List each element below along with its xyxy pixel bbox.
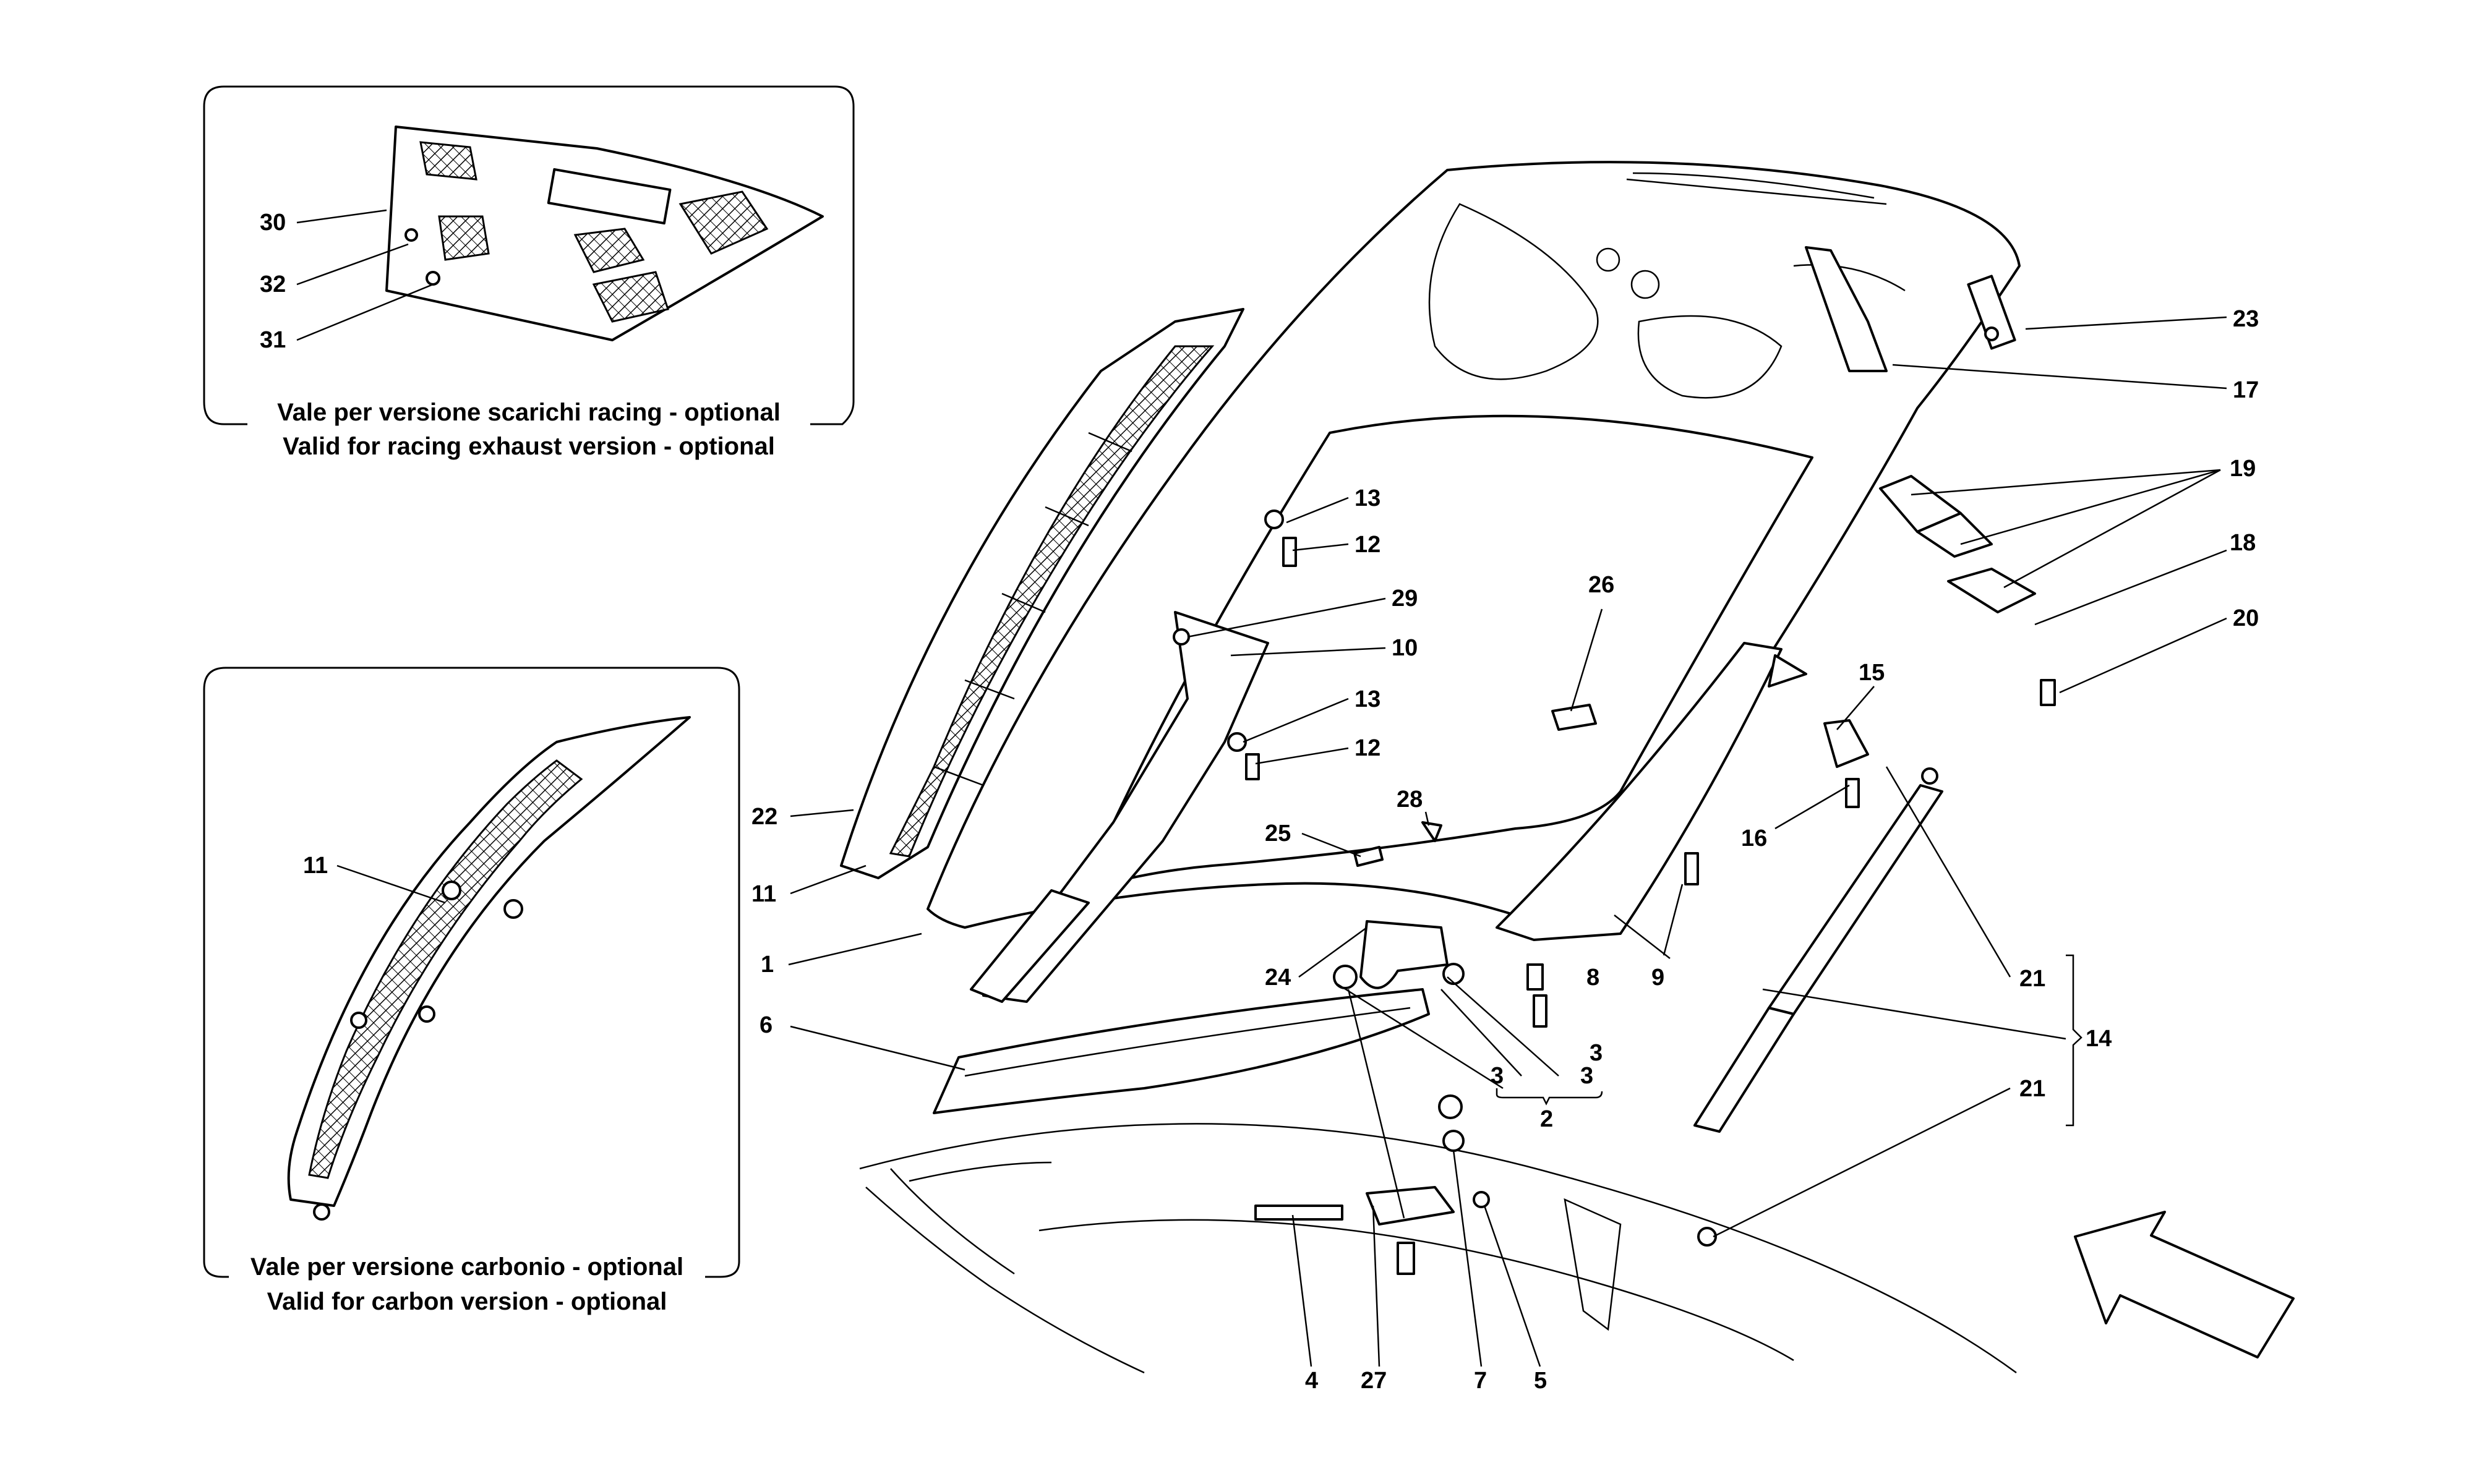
caption-racing-it: Vale per versione scarichi racing - opti… — [277, 399, 781, 426]
callout-28: 28 — [1397, 787, 1423, 812]
callout-21-lower: 21 — [2019, 1076, 2045, 1102]
callout-18: 18 — [2230, 530, 2256, 556]
callout-29: 29 — [1392, 586, 1418, 612]
fasteners — [1173, 326, 2056, 885]
callout-9: 9 — [1651, 965, 1664, 991]
callout-19: 19 — [2230, 456, 2256, 482]
callout-23: 23 — [2233, 306, 2259, 332]
callout-31: 31 — [260, 327, 286, 353]
side-frame-left — [970, 611, 1269, 1003]
callout-3-b: 3 — [1580, 1063, 1593, 1089]
callout-14: 14 — [2086, 1026, 2112, 1052]
caption-racing-en: Valid for racing exhaust version - optio… — [283, 433, 775, 460]
callout-26: 26 — [1588, 572, 1614, 598]
gas-strut — [1693, 767, 1943, 1247]
body-opening — [859, 1123, 2017, 1374]
callout-5: 5 — [1534, 1368, 1547, 1394]
label-plate — [1551, 704, 1597, 731]
callout-12-lower: 12 — [1355, 735, 1380, 761]
callout-13-lower: 13 — [1355, 686, 1380, 712]
callout-25: 25 — [1265, 821, 1291, 846]
callout-13-upper: 13 — [1355, 485, 1380, 511]
inset-racing-exhaust: 30 32 31 Vale per versione scarichi raci… — [203, 85, 855, 460]
pin — [1353, 846, 1384, 867]
callout-6: 6 — [760, 1012, 773, 1038]
callout-3-c: 3 — [1590, 1040, 1603, 1066]
callout-11: 11 — [751, 881, 776, 907]
caption-carbon-en: Valid for carbon version - optional — [267, 1288, 667, 1315]
callout-27: 27 — [1361, 1368, 1387, 1394]
carbon-grille-strip — [287, 716, 691, 1221]
callout-2: 2 — [1540, 1106, 1553, 1132]
callout-21-upper: 21 — [2019, 966, 2045, 992]
clip — [1421, 821, 1442, 842]
callout-8: 8 — [1586, 965, 1599, 991]
side-frame-right — [1496, 642, 1807, 941]
cross-member — [933, 988, 1430, 1114]
callout-3-a: 3 — [1491, 1063, 1504, 1089]
callout-7: 7 — [1474, 1368, 1487, 1394]
callout-17: 17 — [2233, 377, 2259, 403]
callout-30: 30 — [260, 210, 286, 236]
leader-lines — [788, 316, 2227, 1367]
callout-10: 10 — [1392, 635, 1418, 661]
main-exploded-view: 23 17 19 18 20 15 16 21 14 21 13 12 29 1… — [751, 161, 2295, 1394]
callout-20: 20 — [2233, 605, 2259, 631]
callout-32: 32 — [260, 271, 286, 297]
engine-lid — [927, 161, 2021, 929]
callout-15: 15 — [1859, 660, 1885, 686]
lock-assembly — [1254, 920, 1547, 1275]
inset-carbon-version: 11 Vale per versione carbonio - optional… — [203, 667, 740, 1315]
arrow-icon — [2074, 1211, 2295, 1358]
callout-11-inset: 11 — [303, 853, 328, 879]
hinge-assembly — [1805, 246, 2036, 768]
lid-grille — [840, 308, 1244, 879]
callout-4: 4 — [1305, 1368, 1318, 1394]
callout-22: 22 — [751, 804, 777, 830]
callout-12-upper: 12 — [1355, 532, 1380, 558]
caption-carbon-it: Vale per versione carbonio - optional — [250, 1253, 683, 1281]
callout-24: 24 — [1265, 965, 1291, 991]
callout-16: 16 — [1741, 825, 1767, 851]
callout-1: 1 — [761, 952, 774, 978]
engine-lid-grille-panel — [385, 126, 824, 341]
